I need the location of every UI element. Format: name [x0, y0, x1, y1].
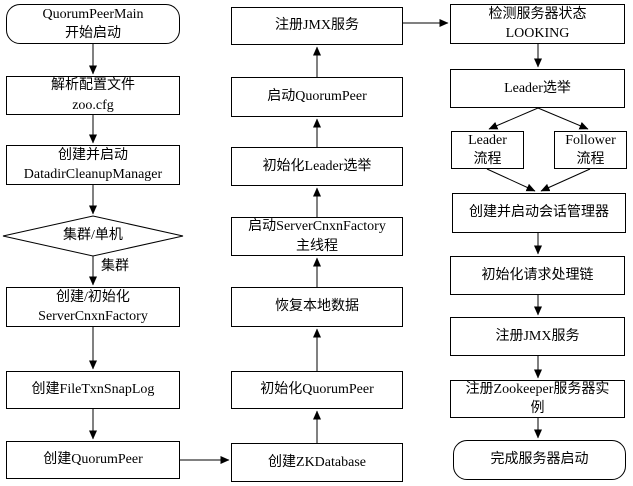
node-start-quorum-peer: 启动QuorumPeer — [231, 77, 403, 117]
node-restore-local-data: 恢复本地数据 — [231, 287, 403, 327]
node-create-server-cnxn-factory: 创建/初始化 ServerCnxnFactory — [6, 287, 180, 327]
node-init-request-chain: 初始化请求处理链 — [450, 256, 625, 295]
node-datadir-cleanup: 创建并启动 DatadirCleanupManager — [6, 145, 180, 185]
node-check-server-state: 检测服务器状态 LOOKING — [450, 4, 625, 44]
node-session-manager: 创建并启动会话管理器 — [452, 193, 626, 233]
node-leader-election: Leader选举 — [450, 69, 625, 108]
node-parse-config: 解析配置文件 zoo.cfg — [6, 76, 180, 115]
node-register-jmx-middle: 注册JMX服务 — [231, 7, 403, 45]
node-finish: 完成服务器启动 — [453, 440, 626, 480]
node-init-leader-election: 初始化Leader选举 — [231, 147, 403, 186]
node-create-quorum-peer: 创建QuorumPeer — [6, 441, 180, 479]
node-create-file-txn-snaplog: 创建FileTxnSnapLog — [6, 371, 180, 409]
node-start: QuorumPeerMain 开始启动 — [6, 4, 180, 44]
node-init-quorum-peer: 初始化QuorumPeer — [231, 371, 403, 409]
node-start-server-cnxn-factory: 启动ServerCnxnFactory 主线程 — [231, 217, 403, 256]
node-register-zk-instance: 注册Zookeeper服务器实 例 — [450, 380, 625, 418]
node-register-jmx-right: 注册JMX服务 — [450, 317, 625, 356]
node-leader-flow: Leader 流程 — [451, 131, 524, 169]
node-cluster-decision: 集群/单机 — [63, 228, 123, 244]
node-follower-flow: Follower 流程 — [554, 131, 627, 169]
node-create-zk-database: 创建ZKDatabase — [231, 443, 403, 482]
edge-label-cluster: 集群 — [101, 259, 129, 274]
